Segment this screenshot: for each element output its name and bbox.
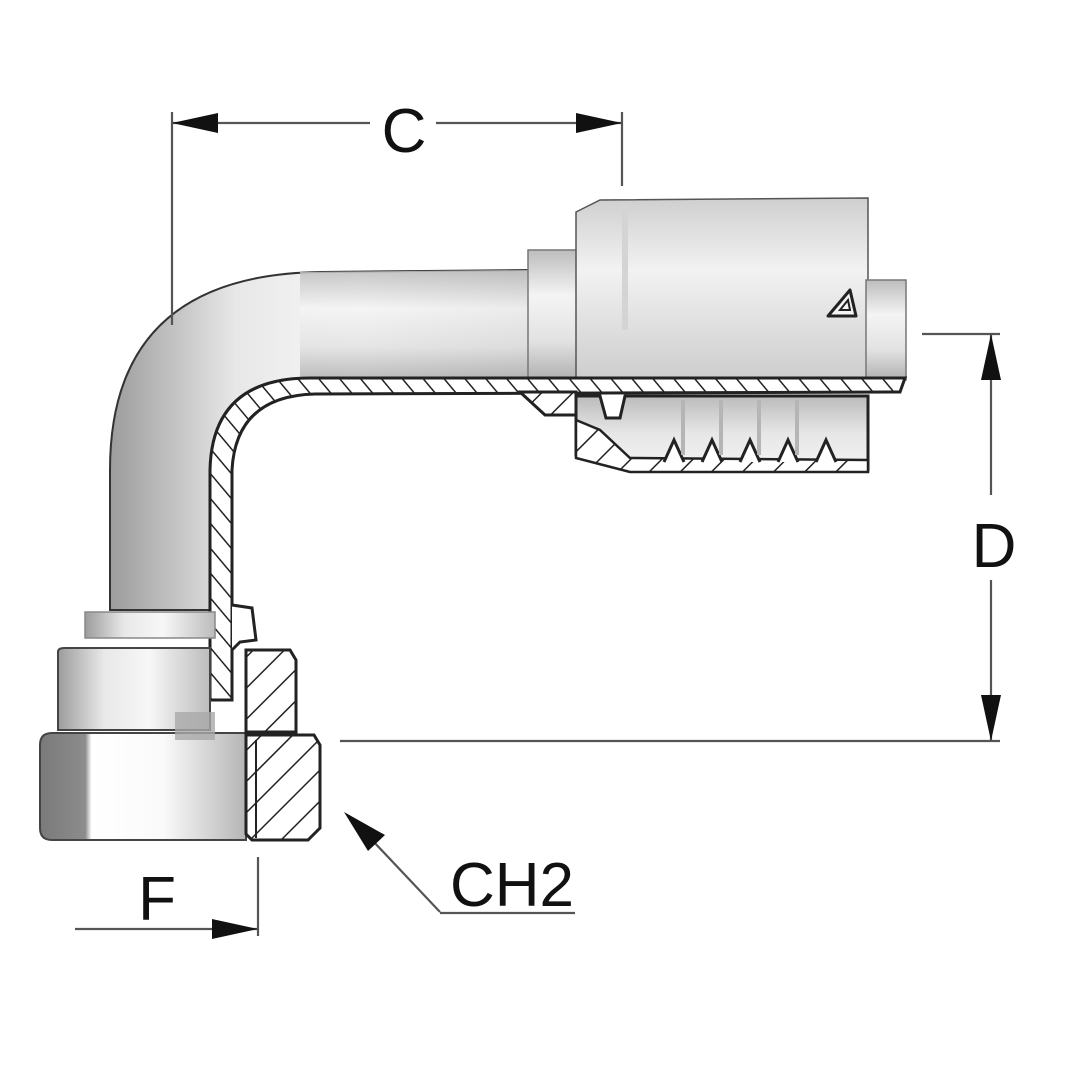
socket-section [516,390,870,474]
arrow-up-icon [981,334,1001,380]
arrow-right-icon [212,919,258,939]
hose-socket [527,197,907,381]
arrow-right-icon [576,113,622,133]
arrow-down-icon [981,695,1001,741]
dimension-label-c: C [382,97,427,166]
dimension-f: F [75,857,260,939]
leader-ch2: CH2 [344,812,575,920]
elbow-tube [109,268,531,611]
swivel-nut [39,611,322,842]
dimension-label-f: F [138,865,176,934]
dimension-d: D [340,332,1017,743]
dimension-c: C [170,97,624,325]
manufacturer-logo-icon [826,288,858,318]
section-wall [208,376,908,702]
arrow-left-icon [172,113,218,133]
leader-arrow-icon [344,812,385,851]
dimension-label-ch2: CH2 [450,851,574,920]
dimension-label-d: D [972,512,1017,581]
